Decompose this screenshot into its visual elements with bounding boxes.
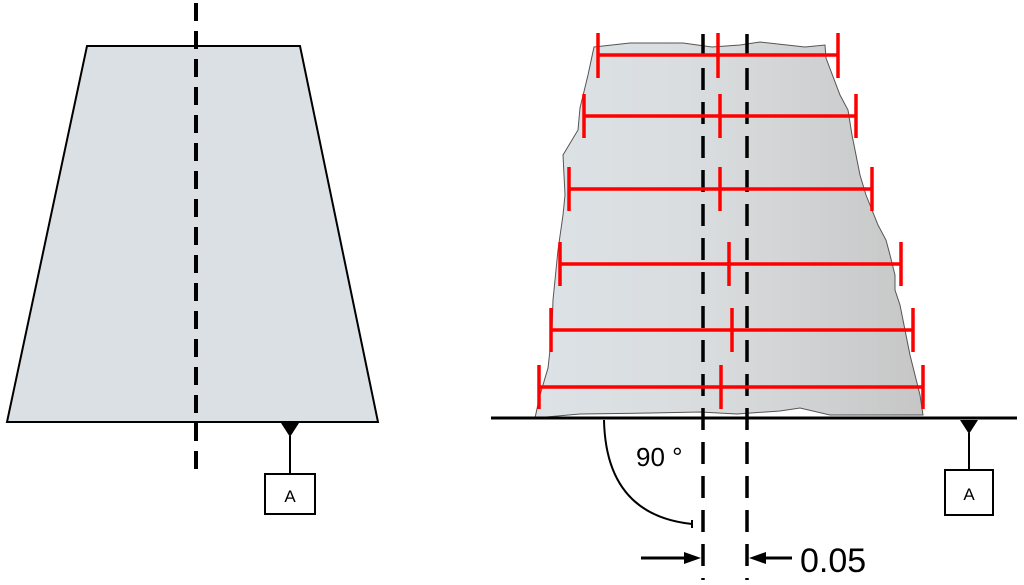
datum-a-symbol-right: A <box>944 420 994 516</box>
measurement-row-5 <box>549 308 915 352</box>
datum-a-symbol: A <box>264 423 316 515</box>
ideal-part-trapezoid <box>5 45 380 423</box>
measurement-row-4 <box>558 242 903 286</box>
arrow-left-icon <box>749 552 766 564</box>
datum-triangle-icon <box>281 423 299 437</box>
cross-section-measurements <box>537 33 925 409</box>
measurement-row-1 <box>596 33 840 78</box>
right-angle-arc <box>603 419 693 525</box>
datum-triangle-icon <box>960 420 978 434</box>
left-view: A <box>5 3 380 515</box>
angle-label: 90 ° <box>636 442 683 472</box>
tolerance-value: 0.05 <box>800 542 866 580</box>
tolerance-dimension: 0.05 <box>641 542 866 580</box>
measurement-row-2 <box>582 94 858 138</box>
datum-label: A <box>284 487 296 506</box>
measurement-row-3 <box>567 167 874 211</box>
right-view: 90 ° 0.05 A <box>491 33 1017 580</box>
arrow-right-icon <box>684 552 701 564</box>
actual-part-outline <box>534 41 924 419</box>
measurement-row-6 <box>537 365 925 409</box>
datum-label: A <box>963 485 975 504</box>
